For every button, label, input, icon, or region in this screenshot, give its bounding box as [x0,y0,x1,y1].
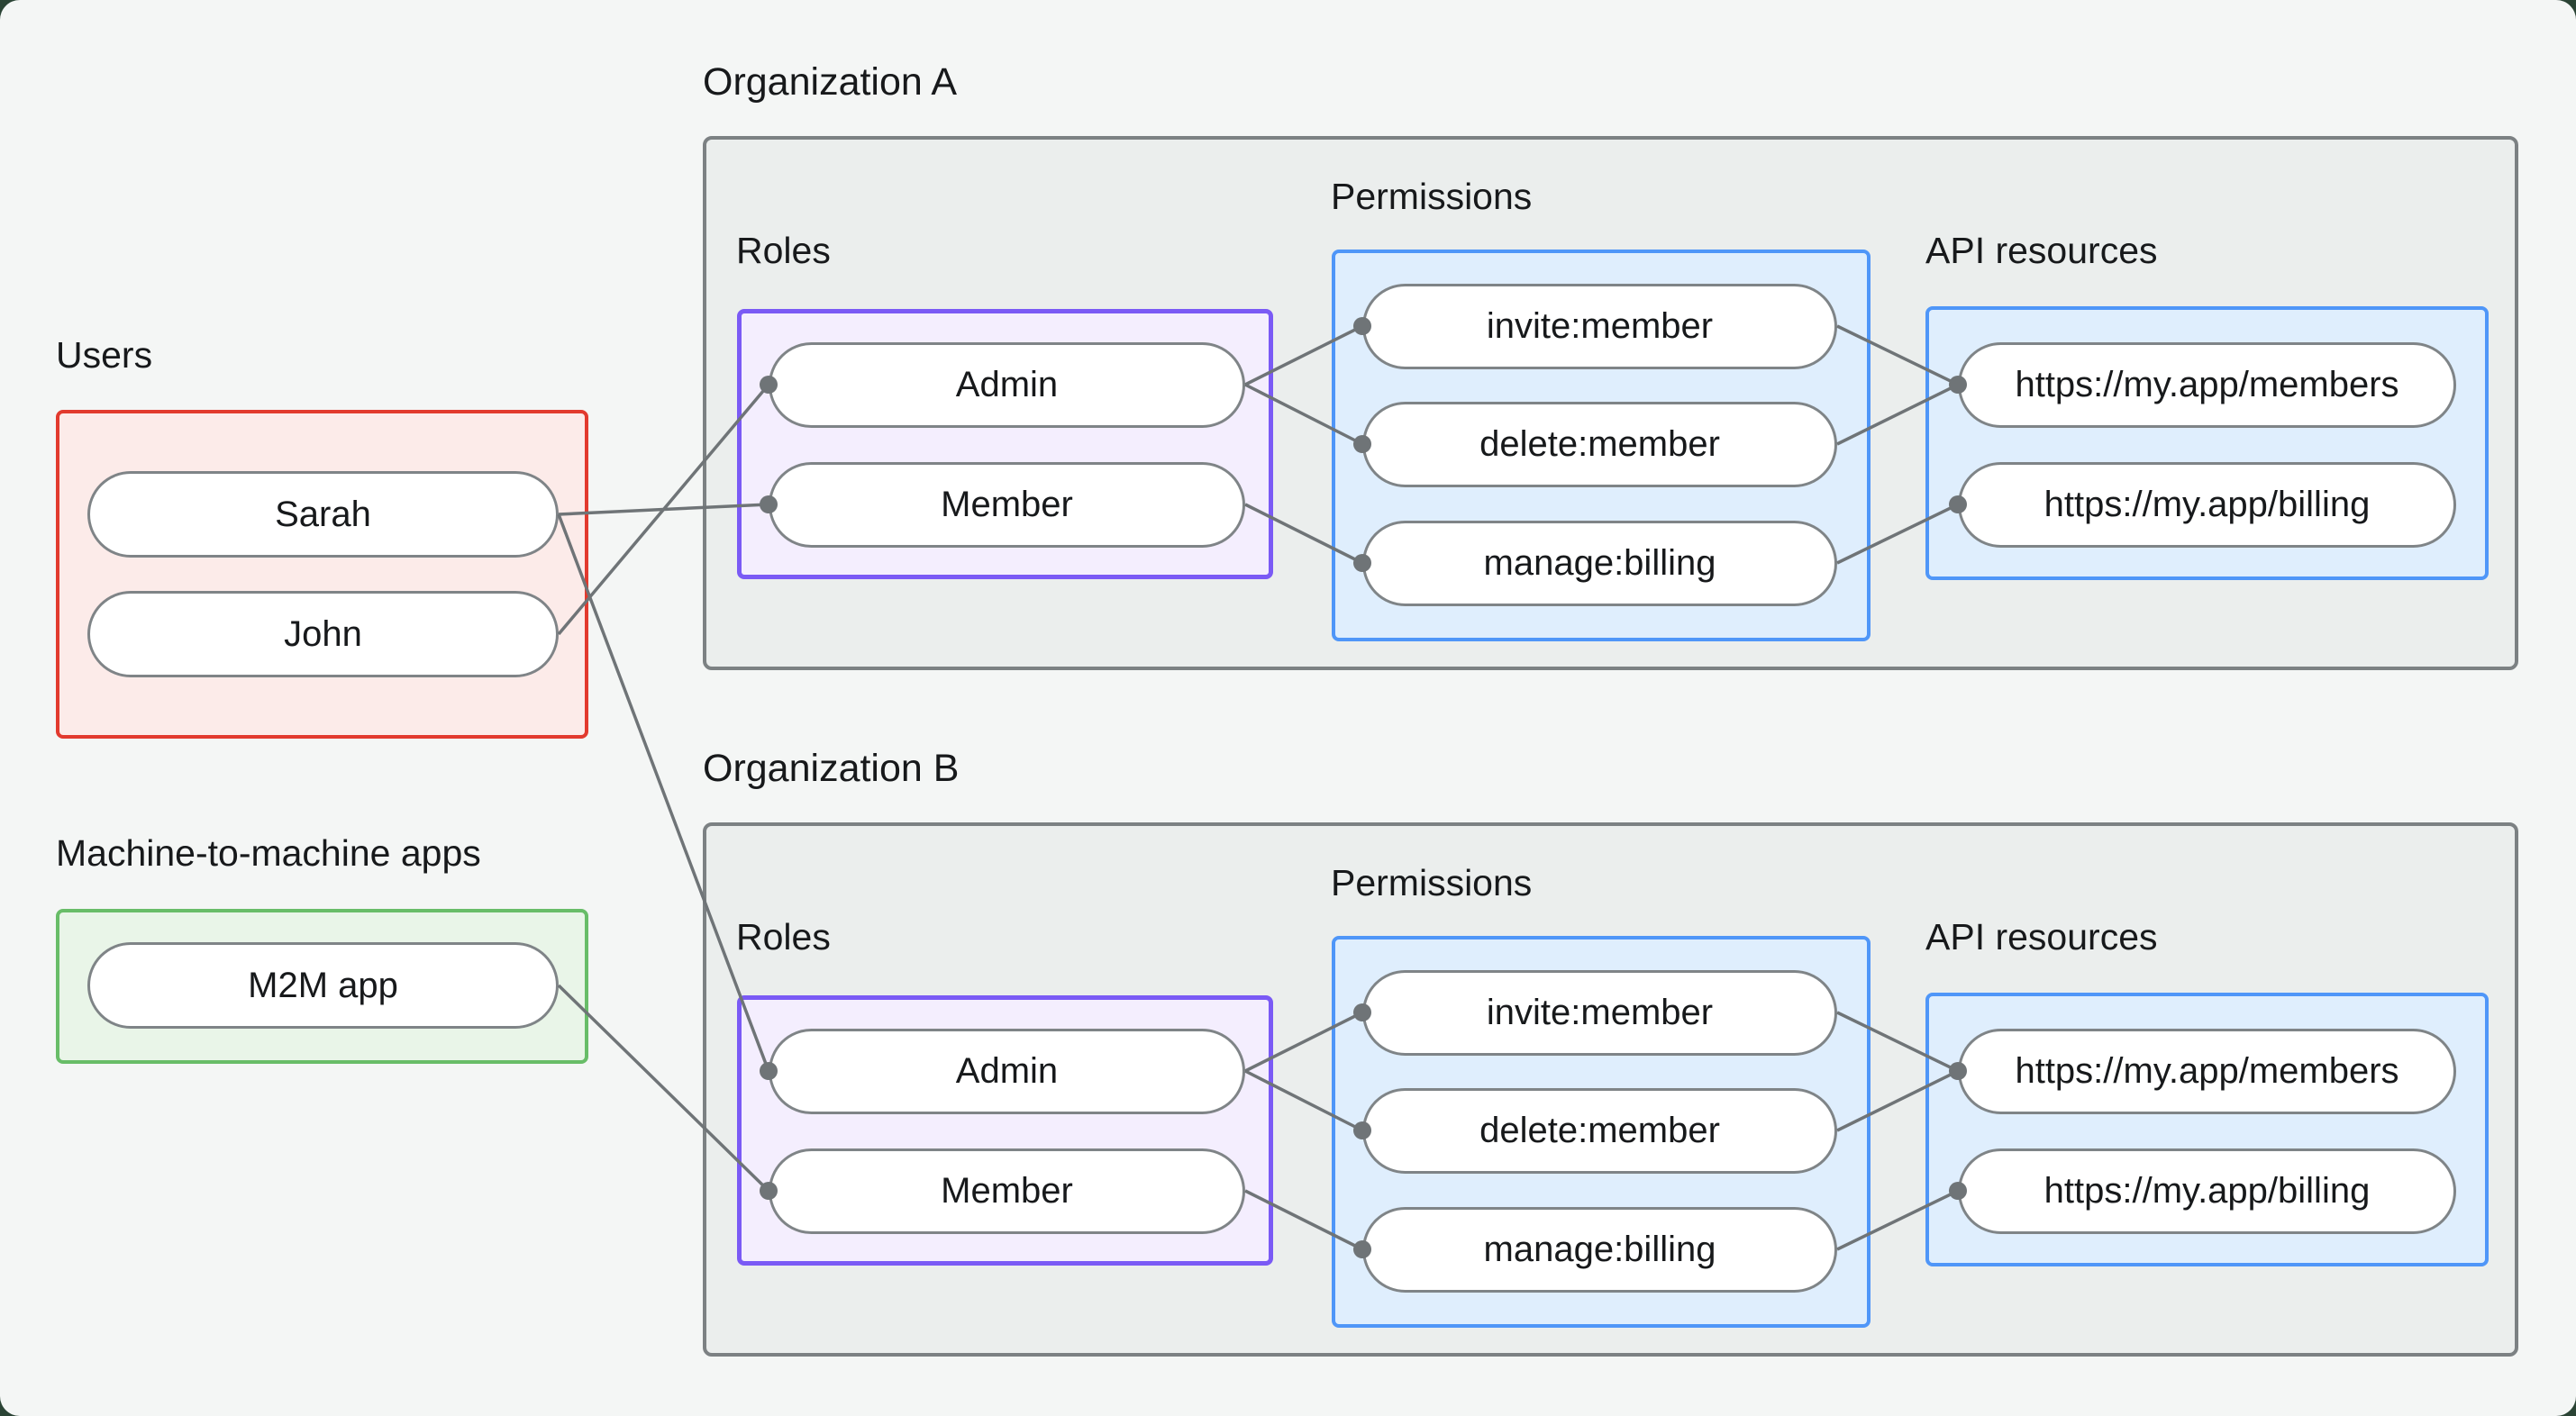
org-a-api-billing-node: https://my.app/billing [1958,462,2456,548]
m2m-app-node: M2M app [87,942,559,1029]
org-b-api-resources-label: API resources [1925,916,2158,958]
org-b-role-admin-node: Admin [769,1029,1245,1114]
user-node-sarah: Sarah [87,471,559,558]
org-b-permission-invite-node: invite:member [1362,970,1837,1056]
org-a-api-members-node: https://my.app/members [1958,342,2456,428]
org-a-permission-manage-node: manage:billing [1362,521,1837,606]
org-a-roles-label: Roles [736,230,831,271]
org-b-api-members-node: https://my.app/members [1958,1029,2456,1114]
users-group-box [56,410,588,739]
user-node-john: John [87,591,559,677]
org-a-role-member-node: Member [769,462,1245,548]
org-b-permissions-label: Permissions [1331,862,1533,903]
org-b-role-member-node: Member [769,1148,1245,1234]
org-b-title: Organization B [703,747,960,790]
users-section-label: Users [56,334,153,376]
org-b-roles-label: Roles [736,916,831,958]
org-a-permission-delete-node: delete:member [1362,402,1837,487]
org-a-permission-invite-node: invite:member [1362,284,1837,369]
org-b-permission-delete-node: delete:member [1362,1088,1837,1174]
org-b-permission-manage-node: manage:billing [1362,1207,1837,1293]
m2m-section-label: Machine-to-machine apps [56,832,481,874]
org-a-title: Organization A [703,60,958,104]
org-b-api-billing-node: https://my.app/billing [1958,1148,2456,1234]
org-a-role-admin-node: Admin [769,342,1245,428]
org-a-api-resources-label: API resources [1925,230,2158,271]
org-a-permissions-label: Permissions [1331,176,1533,217]
